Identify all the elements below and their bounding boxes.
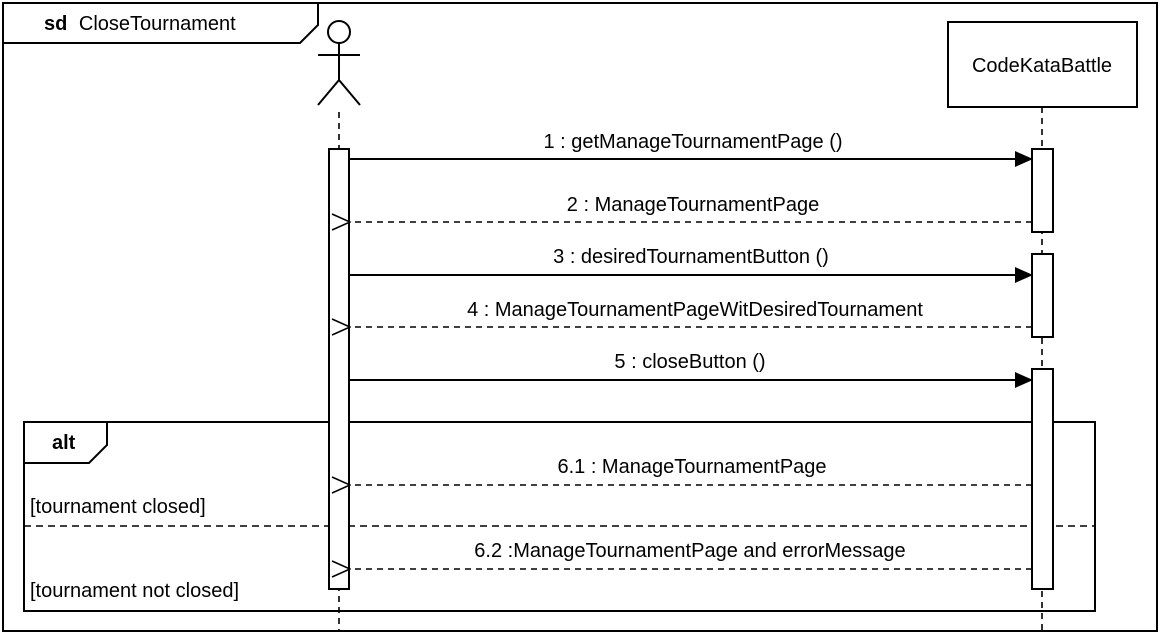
system-activation-bar-2 <box>1031 253 1054 338</box>
actor-icon <box>317 20 361 106</box>
frame-name: CloseTournament <box>79 13 236 35</box>
frame-label-tab <box>3 3 319 44</box>
frame-label: sd CloseTournament <box>44 13 236 35</box>
alt-label-tab <box>24 422 108 464</box>
message-6-2-label: 6.2 :ManageTournamentPage and errorMessa… <box>474 540 905 562</box>
message-4-label: 4 : ManageTournamentPageWitDesiredTourna… <box>467 299 923 321</box>
frame-keyword: sd <box>44 13 67 35</box>
message-6-1-label: 6.1 : ManageTournamentPage <box>557 456 826 478</box>
actor-activation-bar <box>328 148 350 590</box>
message-5-label: 5 : closeButton () <box>614 351 765 373</box>
message-3-label: 3 : desiredTournamentButton () <box>553 246 829 268</box>
alt-fragment <box>23 421 1096 612</box>
alt-keyword: alt <box>52 432 76 454</box>
alt-guard-not-closed: [tournament not closed] <box>30 580 239 602</box>
system-participant-box <box>947 21 1138 108</box>
system-activation-bar-3 <box>1031 368 1054 590</box>
system-activation-bar-1 <box>1031 148 1054 233</box>
system-participant-label: CodeKataBattle <box>972 55 1112 77</box>
message-2-label: 2 : ManageTournamentPage <box>567 194 819 216</box>
alt-guard-closed: [tournament closed] <box>30 496 206 518</box>
message-1-label: 1 : getManageTournamentPage () <box>543 131 842 153</box>
